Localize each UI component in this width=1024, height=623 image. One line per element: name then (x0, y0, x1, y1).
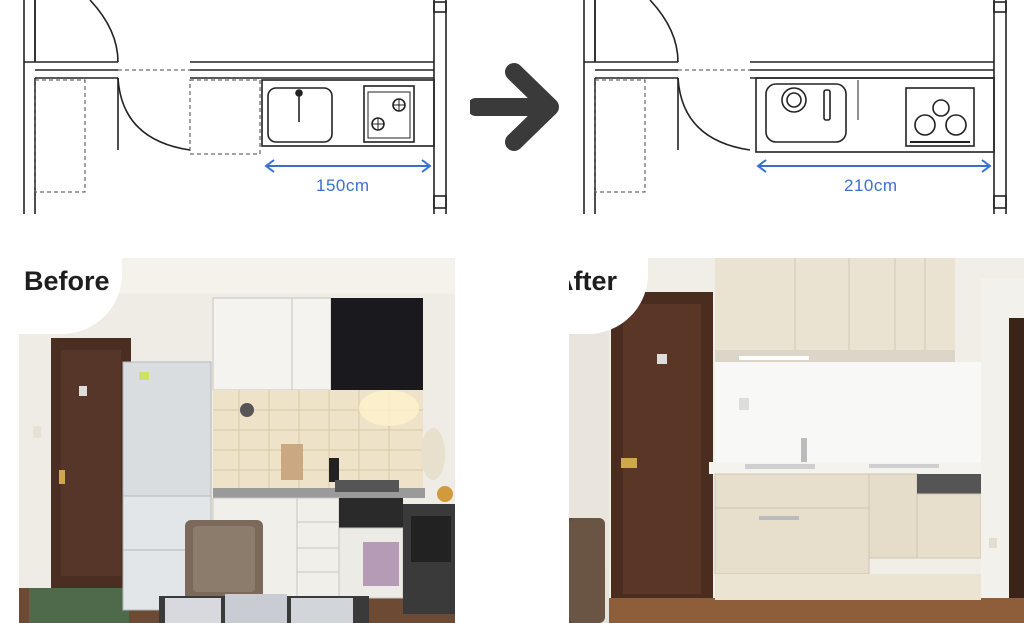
before-floor-plan: 150cm (0, 0, 460, 214)
after-photo: After (569, 258, 1024, 623)
right-arrow-icon (467, 62, 562, 157)
after-tag-label: After (569, 266, 618, 296)
before-width-label: 150cm (316, 176, 370, 195)
before-photo: Before (19, 258, 455, 623)
after-width-label: 210cm (844, 176, 898, 195)
before-tag-label: Before (24, 266, 110, 296)
after-floor-plan: 210cm (560, 0, 1024, 214)
